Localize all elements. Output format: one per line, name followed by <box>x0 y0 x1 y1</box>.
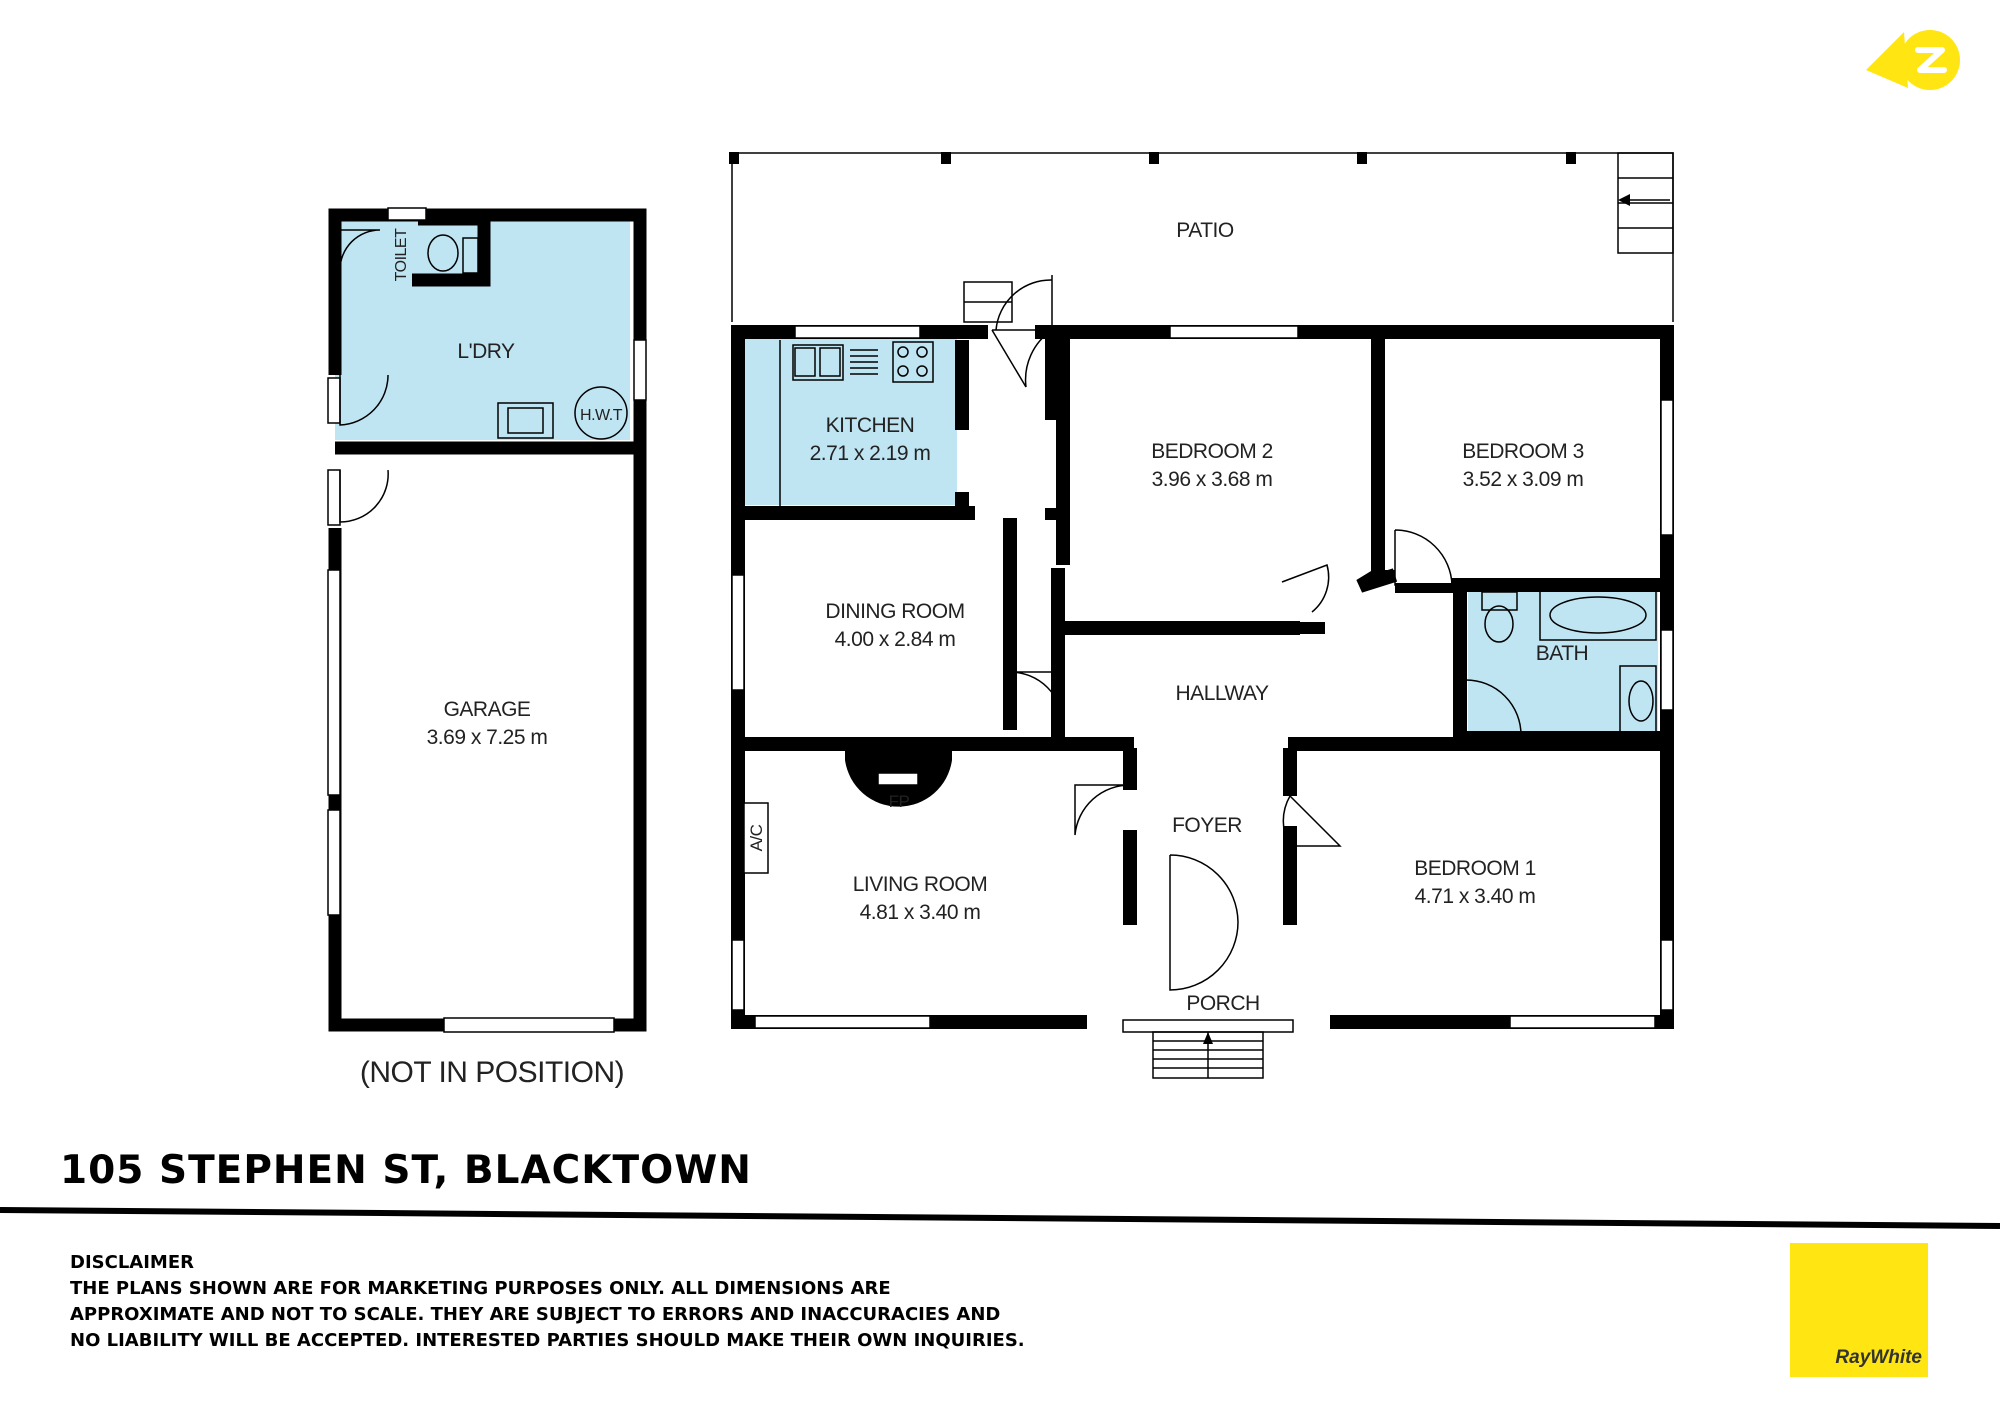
room-name-toilet: TOILET <box>393 228 410 281</box>
porch-arrow <box>1203 1032 1213 1044</box>
room-size-living: 4.81 x 3.40 m <box>860 901 981 924</box>
room-name-porch: PORCH <box>1186 992 1259 1015</box>
bath-fixtures <box>1481 589 1657 737</box>
fixture-aircon: A/C <box>747 824 766 851</box>
corner-brand-icon <box>1866 30 1960 90</box>
property-address: 105 STEPHEN ST, BLACKTOWN <box>60 1148 752 1193</box>
fixture-hot-water: H.W.T <box>580 407 623 424</box>
room-size-bedroom2: 3.96 x 3.68 m <box>1152 468 1273 491</box>
fireplace <box>845 737 952 807</box>
disclaimer-line: APPROXIMATE AND NOT TO SCALE. THEY ARE S… <box>70 1304 1001 1325</box>
room-size-bedroom3: 3.52 x 3.09 m <box>1463 468 1584 491</box>
room-name-patio: PATIO <box>1176 219 1234 242</box>
fixture-fireplace: FP <box>889 792 910 811</box>
porch-outline <box>1122 1019 1294 1079</box>
house-wall-patches <box>1075 622 1325 634</box>
garage-fixtures <box>339 229 628 523</box>
room-size-bedroom1: 4.71 x 3.40 m <box>1415 885 1536 908</box>
brand-name: RayWhite <box>1835 1347 1922 1368</box>
disclaimer-heading: DISCLAIMER <box>70 1252 194 1273</box>
room-name-hallway: HALLWAY <box>1176 682 1269 705</box>
room-name-garage: GARAGE <box>444 698 531 721</box>
garage-walls <box>328 208 647 1032</box>
room-labels: PATIO KITCHEN 2.71 x 2.19 m DINING ROOM … <box>360 219 1589 1089</box>
door-swings <box>991 275 1522 991</box>
room-name-bedroom3: BEDROOM 3 <box>1462 440 1584 463</box>
garage-note: (NOT IN POSITION) <box>360 1056 624 1089</box>
room-size-garage: 3.69 x 7.25 m <box>427 726 548 749</box>
room-name-dining: DINING ROOM <box>825 600 964 623</box>
room-name-foyer: FOYER <box>1172 814 1242 837</box>
room-name-kitchen: KITCHEN <box>826 414 915 437</box>
windows <box>731 325 1674 1029</box>
room-name-bedroom1: BEDROOM 1 <box>1414 857 1536 880</box>
disclaimer: DISCLAIMER THE PLANS SHOWN ARE FOR MARKE… <box>70 1250 1025 1354</box>
disclaimer-line: THE PLANS SHOWN ARE FOR MARKETING PURPOS… <box>70 1278 891 1299</box>
disclaimer-line: NO LIABILITY WILL BE ACCEPTED. INTERESTE… <box>70 1330 1025 1351</box>
raywhite-logo: RayWhite <box>1790 1243 1928 1377</box>
room-size-kitchen: 2.71 x 2.19 m <box>810 442 931 465</box>
room-name-living: LIVING ROOM <box>853 873 988 896</box>
room-name-bedroom2: BEDROOM 2 <box>1151 440 1273 463</box>
garage-openings <box>327 207 647 1033</box>
room-size-dining: 4.00 x 2.84 m <box>835 628 956 651</box>
patio-arrow <box>1618 194 1630 206</box>
room-name-laundry: L'DRY <box>457 340 515 363</box>
aircon-unit <box>743 802 769 874</box>
interior-walls <box>1380 570 1455 593</box>
footer-divider <box>0 1207 2000 1229</box>
kitchen-fixtures <box>779 340 934 508</box>
patio-posts <box>729 152 1576 164</box>
room-name-bath: BATH <box>1536 642 1588 665</box>
